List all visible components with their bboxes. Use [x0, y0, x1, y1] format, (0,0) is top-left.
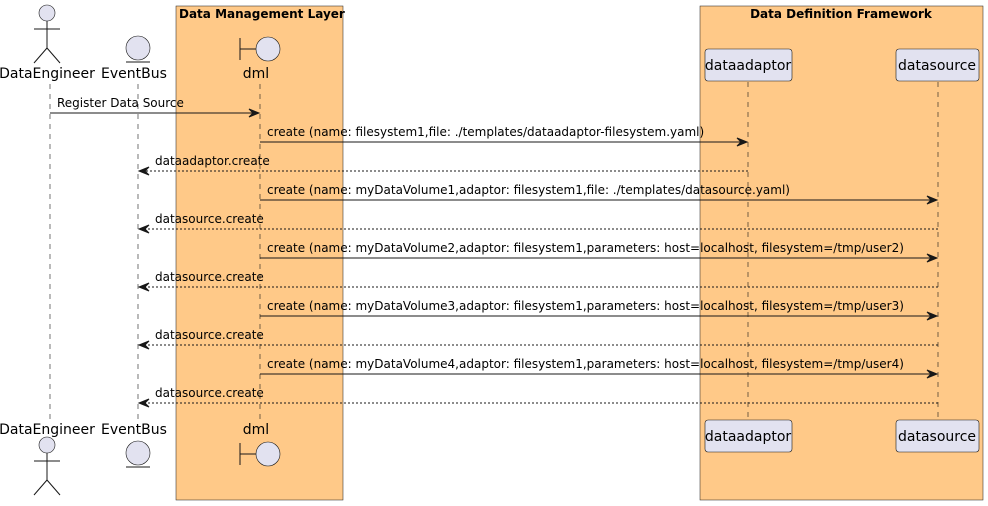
message-arrowhead — [736, 137, 749, 147]
dml-box-title: Data Management Layer — [179, 7, 345, 21]
message-label: create (name: myDataVolume2,adaptor: fil… — [267, 241, 904, 255]
message-label: datasource.create — [155, 328, 264, 342]
ddf-box — [699, 5, 984, 501]
message: dataadaptor.create — [137, 154, 748, 176]
participant-dml-bottom-label: dml — [243, 422, 269, 438]
message-arrowhead — [926, 253, 939, 263]
message-arrowhead — [137, 340, 150, 350]
message-arrowhead — [137, 398, 150, 408]
message-arrowhead — [137, 224, 150, 234]
message-label: create (name: myDataVolume4,adaptor: fil… — [267, 357, 904, 371]
message-arrowhead — [926, 195, 939, 205]
boundary-dml-top-icon — [239, 36, 281, 62]
participant-datasource-bottom-box — [895, 419, 980, 453]
messages: Register Data Source create (name: filesy… — [50, 96, 939, 408]
message: Register Data Source — [50, 96, 261, 118]
participant-dataadaptor-top-box — [704, 48, 793, 82]
participant-dataadaptor-bottom-box — [704, 419, 793, 453]
message-label: create (name: myDataVolume1,adaptor: fil… — [267, 183, 790, 197]
message: create (name: myDataVolume1,adaptor: fil… — [260, 183, 939, 205]
participant-dataadaptor-bottom-label: dataadaptor — [705, 429, 792, 445]
participant-dataengineer-top-label: DataEngineer — [0, 66, 95, 82]
message-label: datasource.create — [155, 270, 264, 284]
boundary-dml-bottom-icon — [239, 441, 281, 467]
message-label: Register Data Source — [57, 96, 184, 110]
participant-dataengineer-bottom-label: DataEngineer — [0, 422, 95, 438]
participant-datasource-bottom-label: datasource — [898, 429, 976, 445]
entity-eventbus-top-icon — [125, 35, 151, 63]
message: datasource.create — [137, 270, 938, 292]
message-label: datasource.create — [155, 386, 264, 400]
message: create (name: filesystem1,file: ./templa… — [260, 125, 749, 147]
participant-dml-top-label: dml — [243, 66, 269, 82]
message: datasource.create — [137, 212, 938, 234]
message-arrowhead — [926, 311, 939, 321]
participant-datasource-top-label: datasource — [898, 58, 976, 74]
entity-eventbus-bottom-icon — [125, 440, 151, 468]
participant-datasource-top-box — [895, 48, 980, 82]
dml-box — [175, 5, 344, 501]
message-arrowhead — [137, 166, 150, 176]
participant-eventbus-bottom-label: EventBus — [101, 422, 167, 438]
actor-dataengineer-top-icon — [33, 4, 61, 64]
message-label: create (name: filesystem1,file: ./templa… — [267, 125, 704, 139]
message-label: datasource.create — [155, 212, 264, 226]
message-label: create (name: myDataVolume3,adaptor: fil… — [267, 299, 904, 313]
actor-dataengineer-bottom-icon — [33, 436, 61, 496]
participant-eventbus-top-label: EventBus — [101, 66, 167, 82]
ddf-box-title: Data Definition Framework — [750, 7, 933, 21]
message-arrowhead — [137, 282, 150, 292]
message-arrowhead — [926, 369, 939, 379]
message: create (name: myDataVolume3,adaptor: fil… — [260, 299, 939, 321]
message: datasource.create — [137, 386, 938, 408]
message: datasource.create — [137, 328, 938, 350]
message-label: dataadaptor.create — [155, 154, 270, 168]
message: create (name: myDataVolume2,adaptor: fil… — [260, 241, 939, 263]
participant-dataadaptor-top-label: dataadaptor — [705, 58, 792, 74]
message-arrowhead — [248, 108, 261, 118]
message: create (name: myDataVolume4,adaptor: fil… — [260, 357, 939, 379]
